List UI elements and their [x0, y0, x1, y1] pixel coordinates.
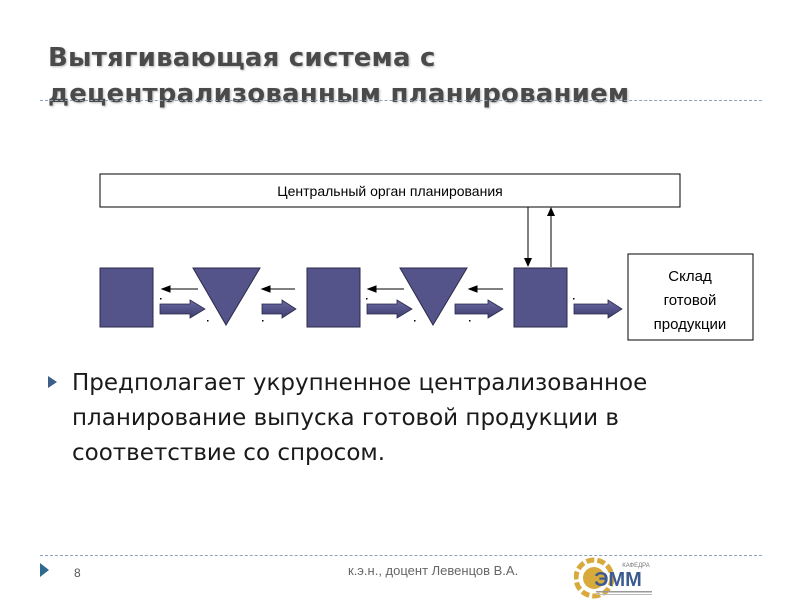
title-line-1: Вытягивающая система с [48, 43, 436, 73]
bullet-marker-icon [48, 376, 57, 388]
warehouse-label-line-1: Склад [668, 268, 712, 285]
footer-divider [40, 555, 762, 556]
buffer-triangle-2 [399, 267, 468, 326]
planning-body-label: Центральный орган планирования [277, 183, 502, 199]
title-line-2: децентрализованным планированием [48, 79, 630, 109]
planning-body-box [99, 173, 681, 208]
warehouse-label-line-3: продукции [654, 316, 727, 333]
plan-up-arrowhead [547, 207, 555, 216]
production-stage-1 [99, 267, 154, 328]
dot-marks [160, 298, 575, 322]
warehouse-label-line-2: готовой [664, 292, 717, 309]
next-slide-arrow-icon[interactable] [40, 563, 49, 577]
department-logo: КАФЕДРА ЭММ [574, 557, 652, 599]
pull-signal-arrows [160, 285, 503, 293]
page-number: 8 [74, 566, 81, 580]
finished-goods-warehouse [627, 253, 754, 341]
buffer-triangle-1 [192, 267, 261, 326]
footer-author: к.э.н., доцент Левенцов В.А. [348, 563, 519, 578]
plan-down-arrowhead [524, 258, 532, 267]
production-stage-3 [513, 267, 568, 328]
material-flow-arrows [159, 299, 623, 319]
logo-text: ЭММ [594, 569, 642, 591]
slide-title: Вытягивающая система с децентрализованны… [48, 40, 768, 112]
logo-caption: КАФЕДРА [622, 563, 650, 569]
production-stage-2 [306, 267, 361, 328]
title-divider [40, 100, 762, 101]
bullet-text: Предполагает укрупненное централизованно… [72, 370, 648, 466]
